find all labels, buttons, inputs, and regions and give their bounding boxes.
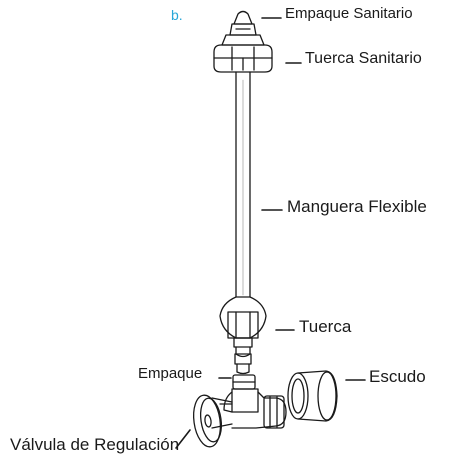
label-valvula-de-regulacion: Válvula de Regulación xyxy=(10,435,180,454)
label-tuerca-sanitario: Tuerca Sanitario xyxy=(305,50,422,67)
figure-tag: b. xyxy=(171,7,183,23)
flexible-hose xyxy=(235,71,251,298)
sanitary-nut xyxy=(213,34,273,73)
label-empaque: Empaque xyxy=(138,365,203,382)
label-escudo: Escudo xyxy=(369,367,426,386)
escutcheon xyxy=(287,370,338,422)
angle-valve xyxy=(192,388,287,448)
label-empaque-sanitario: Empaque Sanitario xyxy=(285,5,413,22)
label-manguera-flexible: Manguera Flexible xyxy=(287,197,427,216)
sanitary-gasket xyxy=(229,10,257,36)
lower-nut xyxy=(219,296,267,375)
lower-gasket xyxy=(232,374,256,390)
label-tuerca: Tuerca xyxy=(299,317,352,336)
leader-lines xyxy=(175,17,366,449)
